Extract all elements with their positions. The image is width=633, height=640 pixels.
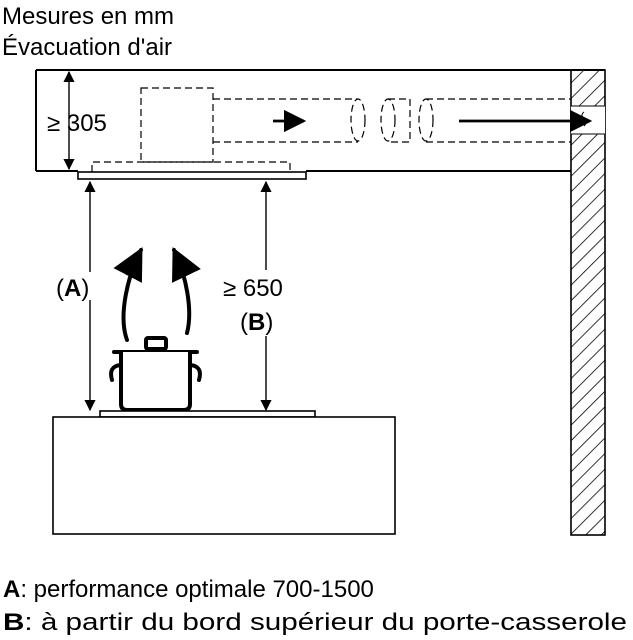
label-a: (A) [56,275,89,302]
legend-item-b: B: à partir du bord supérieur du porte-c… [3,609,627,636]
hood [77,87,307,180]
legend-item-a: A: performance optimale 700-1500 [3,576,374,603]
hob [99,410,316,418]
title-text: Mesures en mm [2,3,174,30]
ceiling-box [35,69,605,172]
steam-arrows [113,247,201,342]
label-b: (B) [240,309,273,336]
pot [109,336,202,412]
min-height-label: ≥ 650 [223,275,283,302]
cabinet [52,416,396,535]
dimension-a [58,180,110,412]
wall [570,69,606,536]
exhaust-duct [213,98,571,143]
dimension-b [222,180,304,412]
subtitle-text: Évacuation d'air [2,34,172,61]
ceiling-gap-label: ≥ 305 [47,110,107,137]
